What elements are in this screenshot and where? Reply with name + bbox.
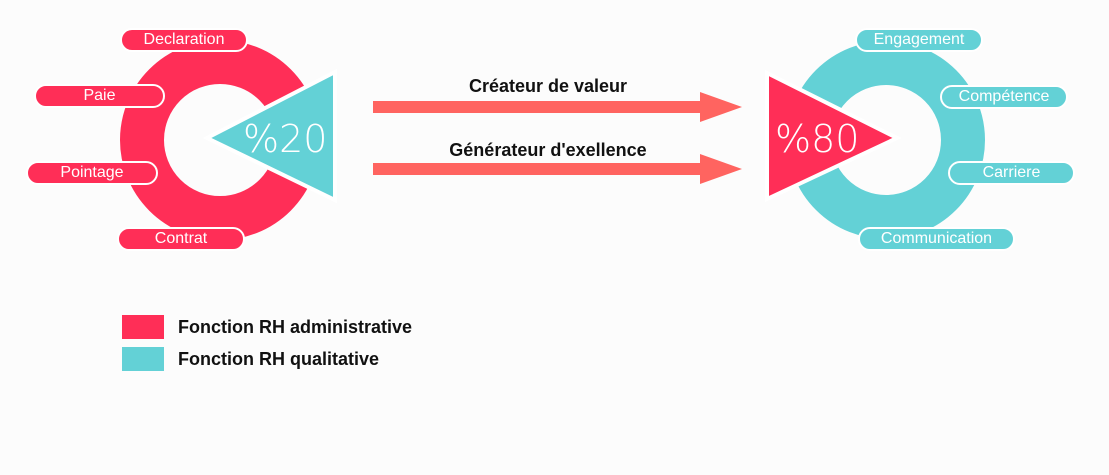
left-percent: %20	[243, 117, 328, 161]
qualitative-wedge	[202, 68, 337, 204]
pill-contrat: Contrat	[117, 227, 245, 251]
legend-label-qualitative: Fonction RH qualitative	[178, 349, 380, 369]
pill-communication: Communication	[858, 227, 1015, 251]
right-percent: %80	[775, 117, 860, 161]
pill-carriere: Carriere	[948, 161, 1075, 185]
legend-swatch-administrative	[122, 315, 164, 339]
administrative-wedge	[765, 69, 902, 203]
pill-declaration: Declaration	[120, 28, 248, 52]
legend-label-administrative: Fonction RH administrative	[178, 317, 413, 337]
arrow-value-creator	[373, 92, 742, 122]
pill-engagement: Engagement	[855, 28, 983, 52]
pill-paie: Paie	[34, 84, 165, 108]
arrow-label-excellence: Générateur d'exellence	[449, 140, 647, 160]
pill-competence: Compétence	[940, 85, 1068, 109]
legend-swatch-qualitative	[122, 347, 164, 371]
arrow-label-value-creator: Créateur de valeur	[468, 76, 628, 96]
pill-pointage: Pointage	[26, 161, 158, 185]
arrow-excellence-generator	[373, 154, 742, 184]
